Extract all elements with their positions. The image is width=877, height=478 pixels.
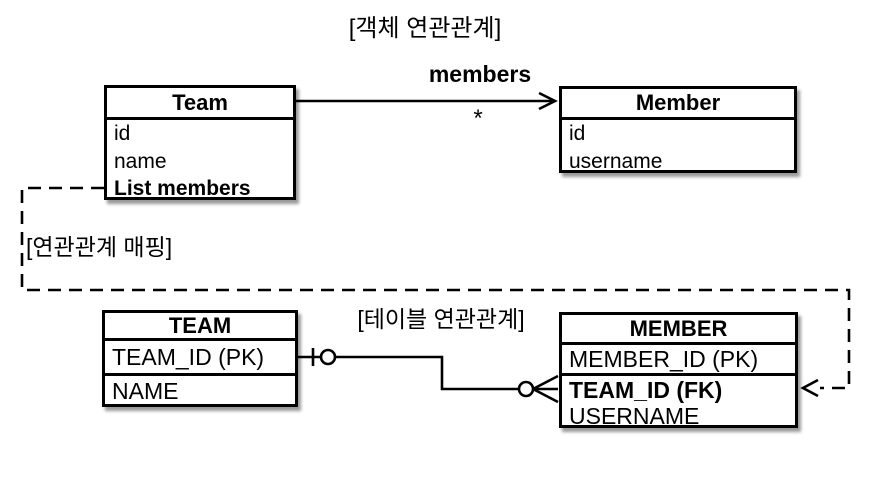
object-association-title: [객체 연관관계] [348,15,502,42]
team-field-members-list: List members [114,177,251,201]
member-column-member-id-pk: MEMBER_ID (PK) [562,345,795,376]
team-class-title: Team [107,88,293,120]
member-column-team-id-fk: TEAM_ID (FK) [569,377,723,403]
member-field-id: id [569,122,586,145]
team-class-box: Team id name List members [104,85,296,200]
many-crowfoot-icon [532,374,559,404]
team-field-id: id [114,122,131,145]
team-table-box: TEAM TEAM_ID (PK) NAME [102,310,298,407]
member-table-box: MEMBER MEMBER_ID (PK) TEAM_ID (FK) USERN… [559,312,798,429]
team-field-name: name [114,149,167,173]
association-arrowhead-icon [538,91,558,111]
zero-cardinality-circle-team-side-icon [319,348,337,366]
member-field-username: username [569,150,663,173]
team-column-team-id-pk: TEAM_ID (PK) [105,341,295,376]
table-association-title: [테이블 연관관계] [357,306,525,332]
member-column-username: USERNAME [569,403,700,429]
mapping-title: [연관관계 매핑] [26,234,173,260]
zero-cardinality-circle-member-side-icon [517,380,535,398]
relationship-line-step [335,355,519,391]
association-name-label: members [428,61,532,87]
team-table-title: TEAM [105,313,295,341]
team-column-name: NAME [112,378,179,404]
mapping-dashed-line [20,186,851,390]
member-class-title: Member [562,89,794,120]
member-table-title: MEMBER [562,315,795,345]
association-multiplicity-label: * [473,105,483,132]
fk-reference-arrowhead-icon [800,378,819,398]
member-class-box: Member id username [559,86,797,173]
